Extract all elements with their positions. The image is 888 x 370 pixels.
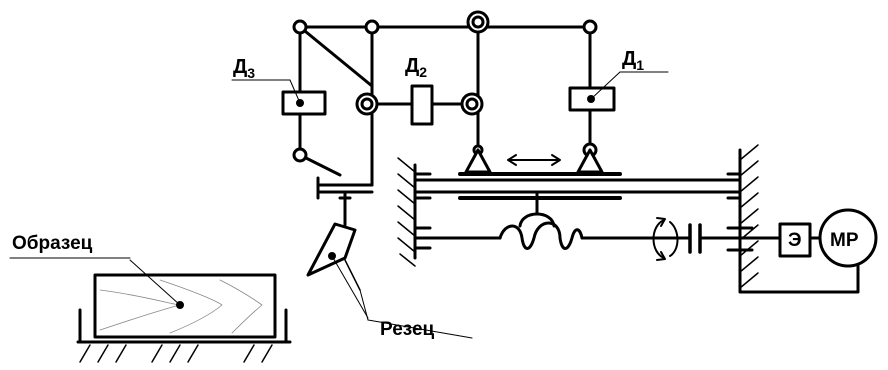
sample	[9, 257, 292, 363]
motor	[818, 208, 878, 268]
labels: Образец Резец Д3 Д2 Д1 Э МР	[12, 48, 859, 340]
pivots	[292, 19, 598, 163]
sensor-d1-label: Д1	[622, 48, 644, 73]
double-pivots	[355, 10, 490, 116]
sensor-d2-sub: 2	[419, 64, 427, 80]
sensor-d2	[410, 84, 434, 126]
sensor-d1-sub: 1	[636, 57, 644, 73]
sensor-d3-main: Д	[233, 56, 247, 78]
element-box	[778, 222, 812, 258]
lead-screw	[413, 190, 692, 250]
motor-label: МР	[830, 230, 859, 251]
sensor-d2-main: Д	[405, 55, 419, 77]
element-label: Э	[788, 230, 802, 251]
motion-arrow	[507, 154, 561, 166]
coupling	[688, 223, 782, 254]
sensor-d1	[568, 71, 669, 112]
rotation-arrow	[652, 217, 679, 261]
guide-rail	[413, 172, 742, 200]
cutter-holder	[306, 176, 473, 339]
sensor-d1-main: Д	[622, 48, 636, 70]
sensor-d3-sub: 3	[247, 65, 255, 81]
left-wall	[397, 157, 417, 267]
right-wall	[738, 144, 759, 292]
sensor-d2-label: Д2	[405, 55, 427, 80]
sensor-d3-label: Д3	[233, 56, 255, 81]
top-linkage	[298, 25, 592, 187]
motor-feedback-line	[738, 264, 860, 294]
sample-label: Образец	[12, 233, 93, 254]
cutter-label: Резец	[380, 319, 435, 340]
sensor-d3	[231, 79, 327, 116]
